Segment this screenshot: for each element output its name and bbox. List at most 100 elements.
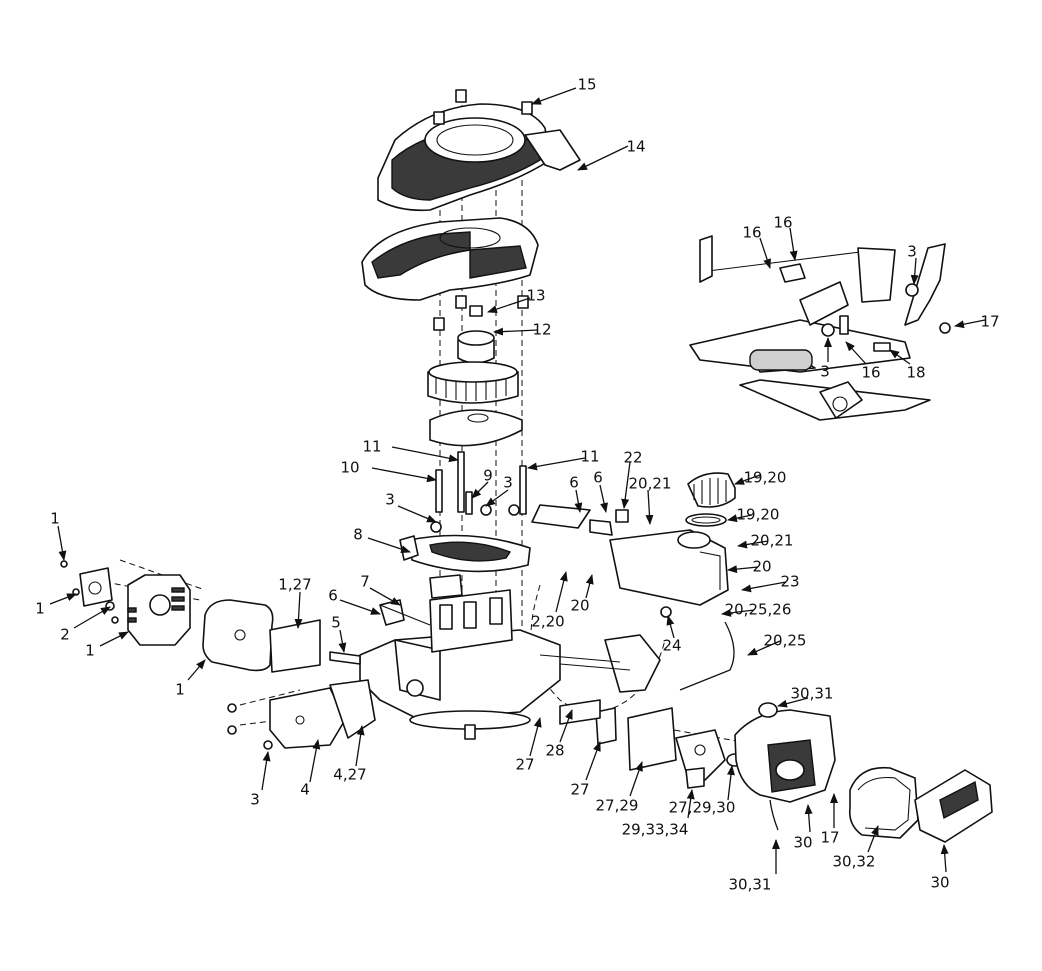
callout-label-c14: 9: [483, 467, 493, 485]
callout-leader-c2: [49, 593, 77, 605]
callout-label-c7: 5: [331, 614, 341, 632]
callout-label-c45: 27: [515, 756, 534, 774]
muffler-shield: [127, 574, 191, 646]
callout-leader-c30: [666, 615, 675, 639]
primer-hose: [769, 799, 779, 831]
callout-leader-c32: [577, 145, 629, 171]
callout-leader-c27: [747, 640, 781, 656]
callout-label-c49: 29,33,34: [622, 821, 689, 839]
callout-label-c48: 27,29: [596, 797, 639, 815]
callout-label-c18: 6: [593, 469, 603, 487]
fuel-line: [660, 606, 735, 691]
callout-label-c28: 2,20: [531, 613, 564, 631]
carburetor: [675, 729, 726, 789]
callout-leader-c48: [629, 761, 643, 797]
callout-leader-c25: [741, 581, 787, 593]
callout-label-c23: 20,21: [751, 532, 794, 550]
carb-gasket-b: [627, 707, 677, 771]
side-screws: [227, 703, 273, 750]
engine-block: [359, 534, 561, 740]
callout-label-c26: 20,25,26: [725, 601, 792, 619]
muffler-bracket: [79, 567, 113, 607]
callout-label-c51: 30,31: [791, 685, 834, 703]
callout-label-c40: 16: [861, 364, 880, 382]
control-bracket: [615, 509, 629, 523]
callout-leader-c31: [531, 87, 577, 105]
callout-label-c25: 23: [780, 573, 799, 591]
callout-leader-c18: [599, 484, 608, 513]
callout-leader-c42: [261, 751, 271, 791]
carb-gasket-a: [595, 707, 617, 745]
callout-leader-c3: [99, 631, 129, 647]
callout-leader-c44: [355, 725, 365, 767]
callout-label-c1: 1: [50, 510, 60, 528]
starter-cup: [457, 330, 495, 364]
engine-shroud: [361, 217, 539, 301]
callout-label-c42: 3: [250, 791, 260, 809]
callout-leader-c10: [367, 537, 411, 553]
callout-label-c46: 28: [545, 742, 564, 760]
callout-label-c6: 1,27: [278, 576, 311, 594]
callout-label-c39: 3: [820, 363, 830, 381]
callout-label-c9: 7: [360, 573, 370, 591]
callout-leader-c1: [57, 525, 67, 561]
callout-leader-c56: [940, 844, 949, 873]
callout-label-c53: 30: [793, 834, 812, 852]
callout-label-c54: 17: [820, 829, 839, 847]
callout-label-c30: 24: [662, 637, 681, 655]
callout-leader-c33: [487, 297, 531, 313]
callout-label-c50: 27,29,30: [669, 799, 736, 817]
callout-leader-c19: [621, 461, 631, 509]
callout-label-c55: 30,32: [833, 853, 876, 871]
callout-label-c43: 4: [300, 781, 310, 799]
fuel-cap: [687, 472, 736, 508]
callout-label-c22: 19,20: [737, 506, 780, 524]
callout-leader-c6: [294, 591, 303, 629]
callout-label-c36: 16: [742, 224, 761, 242]
spacers: [433, 295, 529, 331]
callout-label-c27: 20,25: [764, 632, 807, 650]
callout-label-c38: 17: [980, 313, 999, 331]
callout-leader-c38: [954, 319, 986, 329]
callout-leader-c49: [686, 789, 695, 819]
blower-housing: [377, 103, 581, 212]
callout-label-c37: 3: [907, 243, 917, 261]
callout-leader-c29: [585, 574, 594, 599]
callout-label-c29: 20: [570, 597, 589, 615]
air-filter-cover: [914, 769, 993, 843]
callout-leader-c20: [645, 489, 654, 525]
callout-leader-c41: [889, 349, 911, 365]
callout-leader-c34: [493, 327, 539, 336]
inset-linkage-detail: [689, 235, 951, 421]
spark-plug: [329, 599, 431, 665]
callout-leader-c23: [737, 540, 769, 549]
callout-leader-c45: [529, 717, 542, 757]
callout-leader-c21: [734, 474, 761, 485]
callout-leader-c13: [391, 446, 459, 463]
callout-leader-c36: [759, 237, 771, 269]
callout-leader-c50: [726, 765, 735, 801]
callout-leader-c22: [727, 514, 753, 523]
primer-bulb: [758, 702, 778, 718]
callout-leader-c15: [485, 489, 509, 507]
callout-leader-c43: [309, 739, 321, 783]
callout-label-c17: 6: [569, 474, 579, 492]
muffler: [202, 599, 274, 672]
callout-label-c34: 12: [532, 321, 551, 339]
callout-label-c24: 20: [752, 558, 771, 576]
callout-label-c13: 11: [362, 438, 381, 456]
callout-label-c11: 3: [385, 491, 395, 509]
callout-label-c15: 3: [503, 474, 513, 492]
callout-label-c21: 19,20: [744, 469, 787, 487]
callout-label-c10: 8: [353, 526, 363, 544]
callout-label-c19: 22: [623, 449, 642, 467]
callout-leader-c28: [555, 571, 568, 613]
callout-leader-c9: [369, 587, 401, 606]
callout-leader-c26: [721, 608, 755, 617]
cover-nuts: [433, 89, 533, 125]
air-filter-element: [848, 766, 919, 839]
callout-leaders: [49, 87, 986, 874]
muffler-gasket: [269, 619, 321, 673]
callout-label-c5: 2: [60, 626, 70, 644]
